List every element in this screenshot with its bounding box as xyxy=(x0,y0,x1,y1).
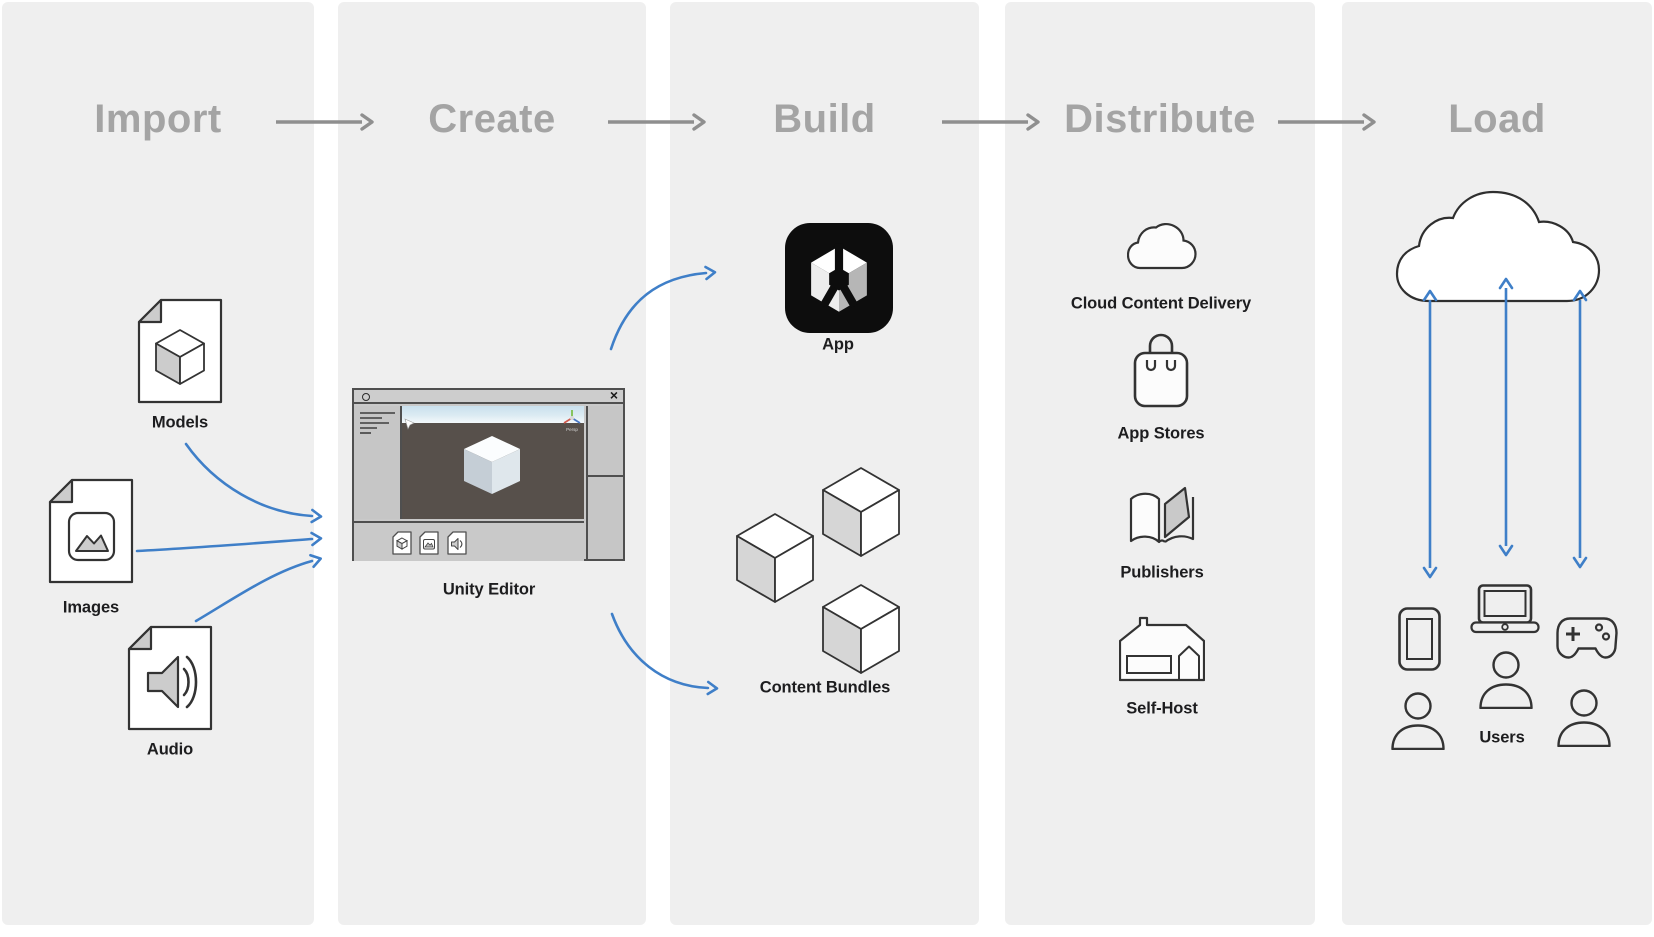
publishers-label: Publishers xyxy=(1120,563,1204,582)
laptop-icon xyxy=(1470,584,1540,634)
users-label: Users xyxy=(1479,728,1525,747)
user-icon xyxy=(1391,692,1445,750)
images-label: Images xyxy=(62,598,120,617)
app-stores-label: App Stores xyxy=(1117,424,1205,443)
window-dot-icon xyxy=(362,393,370,401)
cloud-content-delivery-label: Cloud Content Delivery xyxy=(1070,294,1252,313)
build-heading: Build xyxy=(773,97,876,141)
load-column: Load xyxy=(1342,2,1652,925)
open-book-icon xyxy=(1129,486,1195,544)
svg-text:Persp: Persp xyxy=(566,427,578,432)
load-heading: Load xyxy=(1448,97,1546,141)
content-bundles-label: Content Bundles xyxy=(759,678,891,697)
editor-inspector-panel xyxy=(586,406,623,559)
axis-gizmo-icon: Persp xyxy=(563,410,581,432)
big-cloud-icon xyxy=(1395,190,1601,303)
audio-file-icon xyxy=(127,625,213,731)
models-label: Models xyxy=(151,413,209,432)
build-column: Build xyxy=(670,2,979,925)
scene-pointer-icon xyxy=(404,418,415,430)
unity-app-icon xyxy=(785,223,893,333)
phone-icon xyxy=(1398,607,1441,671)
shopping-bag-icon xyxy=(1133,333,1189,408)
mini-model-file-icon xyxy=(392,531,412,555)
gamepad-icon xyxy=(1556,617,1618,659)
hierarchy-list-lines xyxy=(360,412,395,434)
image-file-icon xyxy=(48,478,134,584)
mini-audio-file-icon xyxy=(447,531,467,555)
user-icon xyxy=(1557,689,1611,747)
editor-assets-panel xyxy=(354,521,584,561)
model-file-icon xyxy=(137,298,223,404)
distribute-heading: Distribute xyxy=(1064,97,1256,141)
self-host-label: Self-Host xyxy=(1126,699,1198,718)
import-heading: Import xyxy=(94,97,222,141)
create-heading: Create xyxy=(428,97,556,141)
bundle-cube-icon xyxy=(736,513,814,603)
scene-sky xyxy=(402,406,584,423)
inspector-divider xyxy=(588,475,623,477)
user-icon xyxy=(1479,651,1533,709)
close-icon: × xyxy=(609,387,618,403)
bundle-cube-icon xyxy=(822,584,900,674)
warehouse-icon xyxy=(1119,616,1205,682)
scene-cube xyxy=(464,436,520,494)
mini-image-file-icon xyxy=(419,531,439,555)
bundle-cube-icon xyxy=(822,467,900,557)
audio-label: Audio xyxy=(146,740,194,759)
editor-scene-view: Persp xyxy=(402,406,584,519)
cloud-icon xyxy=(1127,223,1197,270)
editor-titlebar: × xyxy=(354,387,623,404)
unity-editor-window: × Persp xyxy=(352,387,625,561)
editor-hierarchy-panel xyxy=(354,406,402,519)
import-column: Import xyxy=(2,2,314,925)
app-label: App xyxy=(822,335,854,354)
distribute-column: Distribute xyxy=(1005,2,1315,925)
unity-editor-label: Unity Editor xyxy=(442,580,536,599)
